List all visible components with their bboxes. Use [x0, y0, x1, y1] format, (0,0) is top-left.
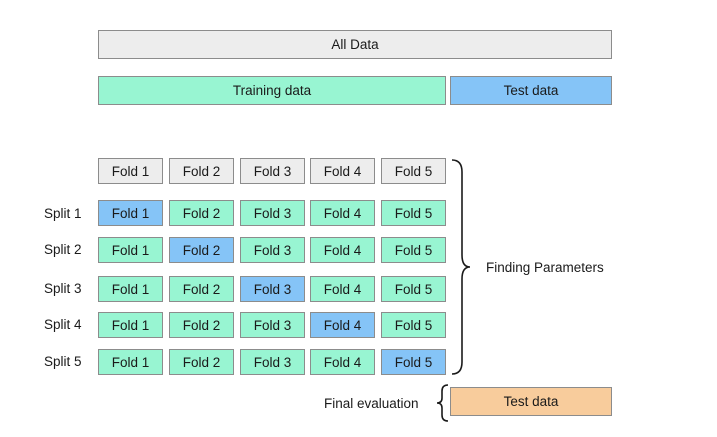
fold-label: Fold 5 — [394, 242, 433, 258]
fold-label: Fold 3 — [253, 281, 292, 297]
fold-label: Fold 2 — [182, 242, 221, 258]
split-5-fold-4-train: Fold 4 — [310, 349, 375, 375]
fold-label: Fold 1 — [111, 317, 150, 333]
split-2-fold-2-test: Fold 2 — [169, 237, 234, 263]
fold-label: Fold 4 — [323, 205, 362, 221]
fold-label: Fold 2 — [182, 205, 221, 221]
split-1-fold-4-train: Fold 4 — [310, 200, 375, 226]
split-1-fold-5-train: Fold 5 — [381, 200, 446, 226]
split-3-fold-2-train: Fold 2 — [169, 276, 234, 302]
fold-label: Fold 1 — [111, 205, 150, 221]
final-evaluation-brace — [436, 384, 449, 422]
split-3-fold-3-test: Fold 3 — [240, 276, 305, 302]
split-2-fold-4-train: Fold 4 — [310, 237, 375, 263]
split-2-fold-3-train: Fold 3 — [240, 237, 305, 263]
split-5-fold-1-train: Fold 1 — [98, 349, 163, 375]
test-data-bar: Test data — [450, 76, 612, 105]
fold-label: Fold 4 — [323, 317, 362, 333]
all-data-bar: All Data — [98, 30, 612, 59]
fold-header-2: Fold 2 — [169, 158, 234, 184]
fold-header-3: Fold 3 — [240, 158, 305, 184]
fold-label: Fold 3 — [253, 317, 292, 333]
split-5-fold-3-train: Fold 3 — [240, 349, 305, 375]
split-4-fold-4-test: Fold 4 — [310, 312, 375, 338]
split-label-4: Split 4 — [44, 317, 82, 332]
fold-label: Fold 5 — [394, 317, 433, 333]
test-data-label: Test data — [503, 83, 559, 98]
fold-header-label: Fold 3 — [253, 163, 292, 179]
fold-label: Fold 2 — [182, 281, 221, 297]
split-4-fold-3-train: Fold 3 — [240, 312, 305, 338]
finding-parameters-brace — [451, 159, 471, 375]
split-label-5: Split 5 — [44, 354, 82, 369]
fold-header-label: Fold 5 — [394, 163, 433, 179]
fold-label: Fold 1 — [111, 242, 150, 258]
final-test-data-bar: Test data — [450, 387, 612, 416]
split-4-fold-2-train: Fold 2 — [169, 312, 234, 338]
split-1-fold-1-test: Fold 1 — [98, 200, 163, 226]
split-label-1: Split 1 — [44, 206, 82, 221]
fold-label: Fold 1 — [111, 354, 150, 370]
split-1-fold-2-train: Fold 2 — [169, 200, 234, 226]
fold-header-1: Fold 1 — [98, 158, 163, 184]
final-test-data-label: Test data — [503, 394, 559, 409]
final-evaluation-label: Final evaluation — [324, 396, 419, 411]
split-label-2: Split 2 — [44, 242, 82, 257]
fold-label: Fold 5 — [394, 281, 433, 297]
split-4-fold-5-train: Fold 5 — [381, 312, 446, 338]
split-2-fold-5-train: Fold 5 — [381, 237, 446, 263]
fold-label: Fold 4 — [323, 242, 362, 258]
training-data-label: Training data — [232, 83, 312, 98]
fold-header-label: Fold 1 — [111, 163, 150, 179]
fold-header-4: Fold 4 — [310, 158, 375, 184]
split-label-3: Split 3 — [44, 281, 82, 296]
split-4-fold-1-train: Fold 1 — [98, 312, 163, 338]
fold-label: Fold 1 — [111, 281, 150, 297]
fold-label: Fold 4 — [323, 354, 362, 370]
fold-label: Fold 5 — [394, 354, 433, 370]
fold-label: Fold 2 — [182, 317, 221, 333]
split-2-fold-1-train: Fold 1 — [98, 237, 163, 263]
fold-header-5: Fold 5 — [381, 158, 446, 184]
split-5-fold-5-test: Fold 5 — [381, 349, 446, 375]
split-1-fold-3-train: Fold 3 — [240, 200, 305, 226]
fold-label: Fold 4 — [323, 281, 362, 297]
fold-label: Fold 5 — [394, 205, 433, 221]
fold-label: Fold 2 — [182, 354, 221, 370]
fold-header-label: Fold 2 — [182, 163, 221, 179]
all-data-label: All Data — [331, 37, 379, 52]
finding-parameters-label: Finding Parameters — [486, 260, 604, 275]
fold-label: Fold 3 — [253, 205, 292, 221]
split-3-fold-4-train: Fold 4 — [310, 276, 375, 302]
split-3-fold-5-train: Fold 5 — [381, 276, 446, 302]
training-data-bar: Training data — [98, 76, 446, 105]
split-3-fold-1-train: Fold 1 — [98, 276, 163, 302]
fold-label: Fold 3 — [253, 354, 292, 370]
fold-label: Fold 3 — [253, 242, 292, 258]
fold-header-label: Fold 4 — [323, 163, 362, 179]
split-5-fold-2-train: Fold 2 — [169, 349, 234, 375]
